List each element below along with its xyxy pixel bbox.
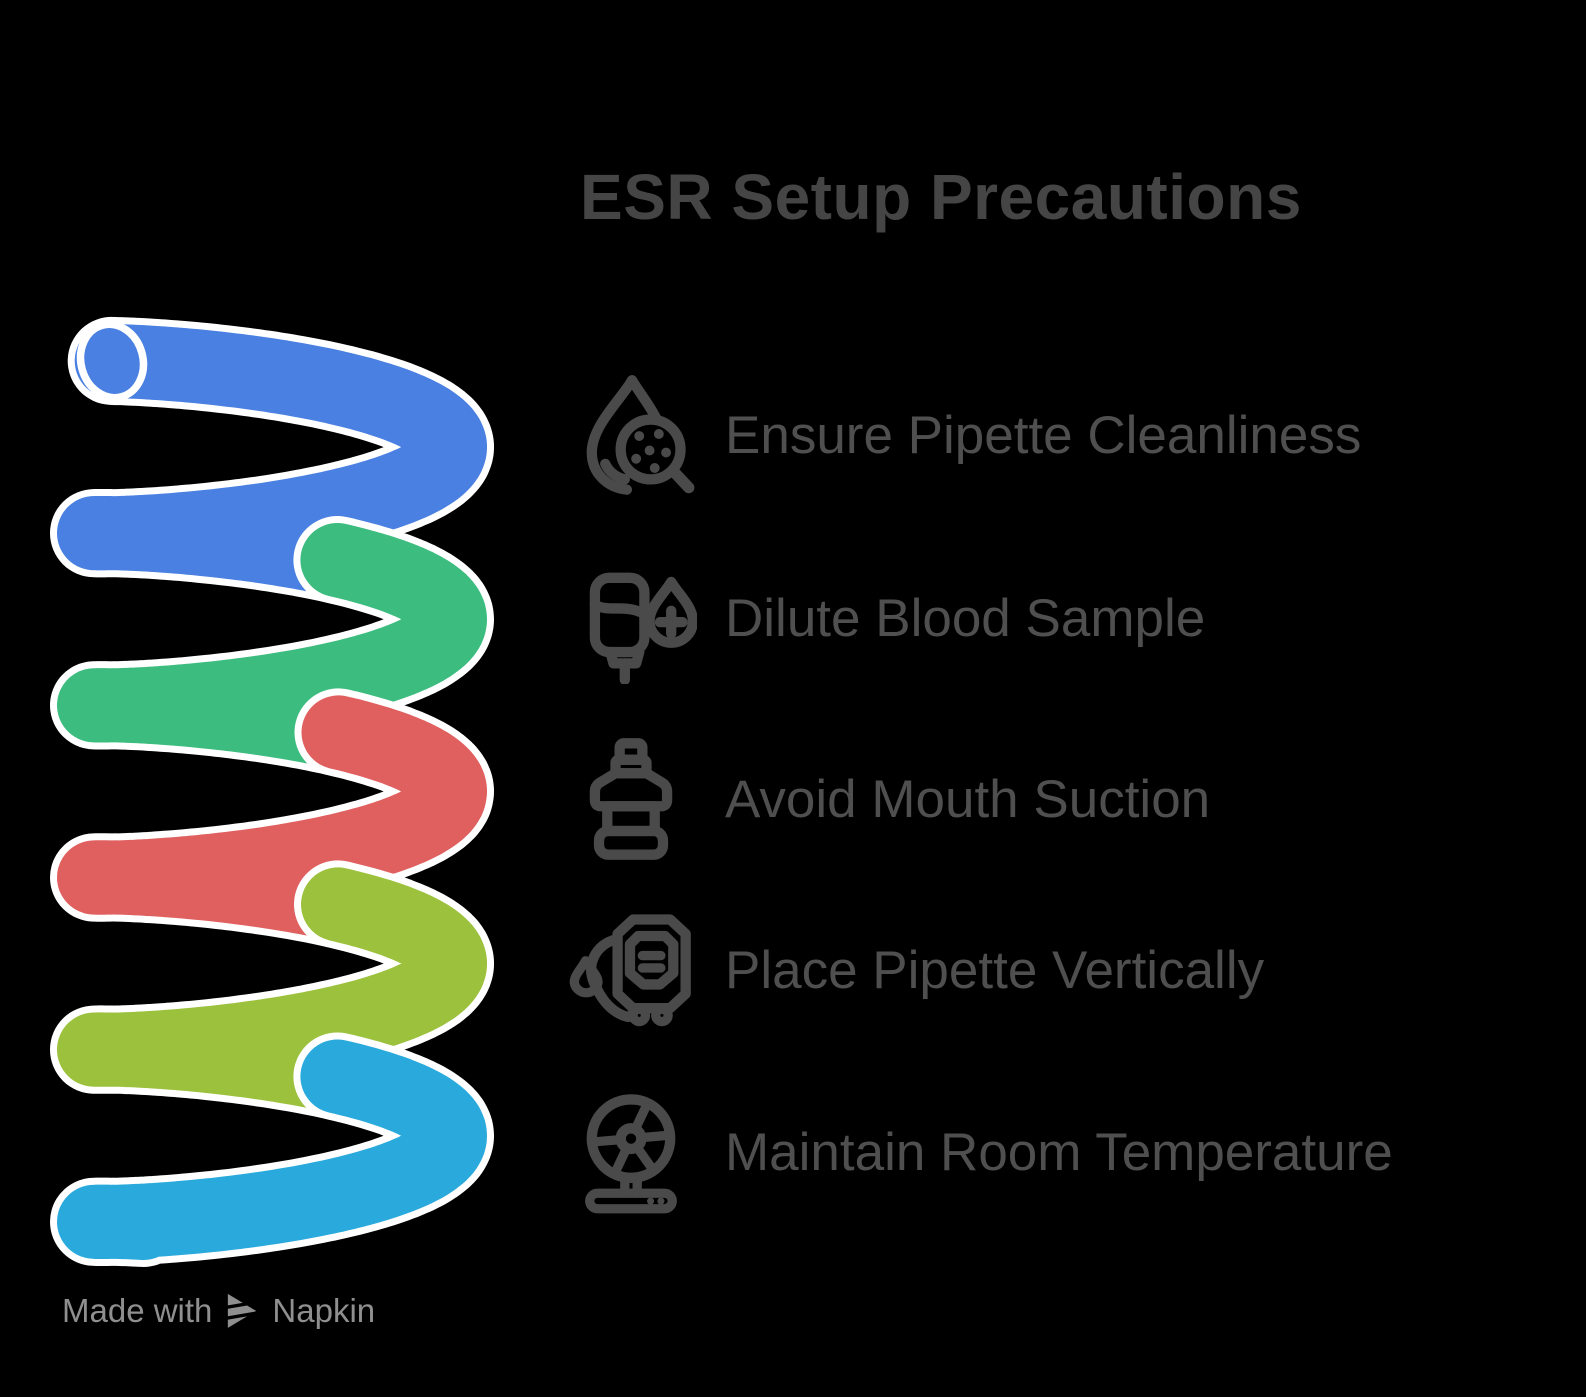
- list-item-label: Place Pipette Vertically: [725, 940, 1265, 1000]
- napkin-logo-icon: [225, 1292, 259, 1330]
- list-item: Maintain Room Temperature: [565, 1086, 1393, 1218]
- napkin-brand-text: Napkin: [272, 1292, 376, 1329]
- list-item: Ensure Pipette Cleanliness: [565, 369, 1361, 501]
- fan-icon: [565, 1086, 697, 1218]
- list-item: Place Pipette Vertically: [565, 904, 1264, 1036]
- list-item: Avoid Mouth Suction: [565, 733, 1210, 865]
- list-item-label: Avoid Mouth Suction: [725, 769, 1211, 829]
- page-title: ESR Setup Precautions: [580, 161, 1302, 233]
- made-with-napkin-badge[interactable]: Made with Napkin: [62, 1292, 375, 1330]
- list-item: Dilute Blood Sample: [565, 552, 1205, 684]
- bottle-icon: [565, 733, 697, 865]
- blood-bag-cross-icon: [565, 552, 697, 684]
- list-item-label: Ensure Pipette Cleanliness: [725, 405, 1362, 465]
- made-with-text: Made with: [62, 1292, 213, 1329]
- list-item-label: Dilute Blood Sample: [725, 588, 1206, 648]
- iv-drip-icon: [565, 904, 697, 1036]
- list-item-label: Maintain Room Temperature: [725, 1122, 1393, 1182]
- droplet-magnifier-icon: [565, 369, 697, 501]
